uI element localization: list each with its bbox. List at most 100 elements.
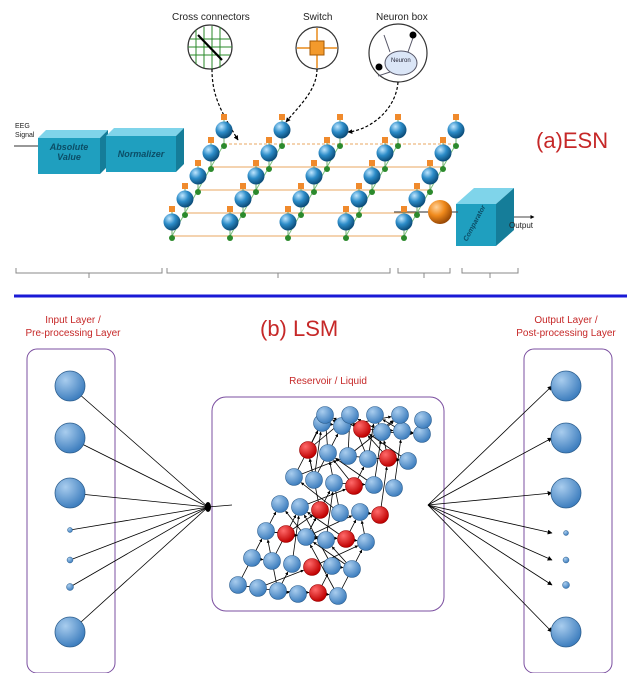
- reservoir-neuron-excitatory: [249, 579, 267, 597]
- output-neuron: [550, 370, 582, 402]
- section-brackets: [15, 268, 519, 278]
- switch-node: [427, 160, 433, 166]
- connector-node: [453, 143, 459, 149]
- reservoir-neuron-excitatory: [329, 587, 347, 605]
- switch-node: [195, 160, 201, 166]
- output-synapse: [427, 504, 553, 535]
- reservoir-neuron-excitatory: [291, 498, 309, 516]
- switch-label: Switch: [303, 12, 333, 23]
- connector-node: [279, 143, 285, 149]
- switch-node: [182, 183, 188, 189]
- output-synapse: [427, 385, 553, 506]
- reservoir-neuron-excitatory: [339, 447, 357, 465]
- switch-node: [285, 206, 291, 212]
- reservoir-neuron-excitatory: [414, 411, 432, 429]
- reservoir-neuron: [273, 121, 291, 139]
- reservoir-neuron: [292, 190, 310, 208]
- input-synapse: [69, 492, 209, 508]
- input-synapse: [69, 437, 209, 508]
- input-synapse: [69, 385, 209, 508]
- input-neuron: [54, 370, 86, 402]
- reservoir-neuron: [176, 190, 194, 208]
- connector-node: [427, 189, 433, 195]
- input-ellipsis-dot: [67, 527, 73, 533]
- reservoir-frame: [211, 396, 445, 612]
- connector-node: [182, 212, 188, 218]
- reservoir-neuron: [350, 190, 368, 208]
- reservoir-input-link: [207, 504, 233, 508]
- switch-node: [279, 114, 285, 120]
- input-convergence-point: [205, 502, 211, 512]
- output-synapse: [427, 504, 553, 633]
- input-synapse: [69, 506, 209, 588]
- reservoir-neuron: [247, 167, 265, 185]
- reservoir-neuron-excitatory: [305, 471, 323, 489]
- connector-node: [324, 166, 330, 172]
- reservoir-neuron: [221, 213, 239, 231]
- neuron-inner-label: Neuron: [391, 58, 411, 64]
- reservoir-neuron-inhibitory: [345, 477, 363, 495]
- normalizer-text: Normalizer: [117, 149, 165, 159]
- neuron-box-callout: [347, 23, 428, 134]
- reservoir-neuron-excitatory: [229, 576, 247, 594]
- connector-node: [169, 235, 175, 241]
- reservoir-neuron-excitatory: [289, 585, 307, 603]
- switch-node: [324, 137, 330, 143]
- reservoir-neuron: [189, 167, 207, 185]
- reservoir-neuron-excitatory: [283, 555, 301, 573]
- switch-node: [266, 137, 272, 143]
- esn-panel: [14, 23, 535, 278]
- reservoir-neuron: [234, 190, 252, 208]
- reservoir-neuron-excitatory: [297, 528, 315, 546]
- reservoir-neuron: [318, 144, 336, 162]
- reservoir-neuron: [163, 213, 181, 231]
- output-synapse: [427, 504, 553, 561]
- reservoir-neuron-excitatory: [323, 557, 341, 575]
- switch-node: [337, 114, 343, 120]
- connector-node: [195, 189, 201, 195]
- reservoir-synapse: [309, 544, 339, 597]
- reservoir-neuron: [376, 144, 394, 162]
- switch-node: [311, 160, 317, 166]
- reservoir-neuron-excitatory: [393, 422, 411, 440]
- connector-node: [285, 235, 291, 241]
- reservoir-neuron-excitatory: [319, 444, 337, 462]
- input-ellipsis-dot: [66, 583, 74, 591]
- reservoir-neuron-excitatory: [263, 552, 281, 570]
- reservoir-label: Reservoir / Liquid: [289, 376, 367, 387]
- connector-node: [298, 212, 304, 218]
- connector-node: [414, 212, 420, 218]
- input-ellipsis-dot: [66, 556, 74, 564]
- reservoir-neuron-excitatory: [391, 406, 409, 424]
- output-synapse: [427, 491, 553, 506]
- output-synapse: [427, 504, 553, 586]
- input-layer-frame: [26, 348, 116, 673]
- switch-node: [401, 206, 407, 212]
- connector-node: [208, 166, 214, 172]
- connector-node: [401, 235, 407, 241]
- neuron-box-label: Neuron box: [376, 12, 428, 23]
- reservoir-neuron-excitatory: [285, 468, 303, 486]
- reservoir-neuron-inhibitory: [303, 558, 321, 576]
- reservoir-neuron: [363, 167, 381, 185]
- switch-node: [356, 183, 362, 189]
- reservoir-neuron-inhibitory: [277, 525, 295, 543]
- switch-node: [453, 114, 459, 120]
- normalizer-box: [106, 128, 184, 172]
- reservoir-neuron-excitatory: [359, 450, 377, 468]
- connector-node: [382, 166, 388, 172]
- input-neuron: [54, 422, 86, 454]
- reservoir-neuron-excitatory: [269, 582, 287, 600]
- switch-callout: [285, 26, 339, 123]
- reservoir-neuron-excitatory: [316, 406, 334, 424]
- esn-reservoir-grid: [163, 114, 465, 241]
- output-ellipsis-dot: [563, 530, 569, 536]
- connector-node: [227, 235, 233, 241]
- reservoir-neuron-excitatory: [351, 503, 369, 521]
- comparator-box: [456, 188, 514, 246]
- switch-node: [382, 137, 388, 143]
- connector-node: [266, 166, 272, 172]
- lsm-panel: [26, 348, 613, 673]
